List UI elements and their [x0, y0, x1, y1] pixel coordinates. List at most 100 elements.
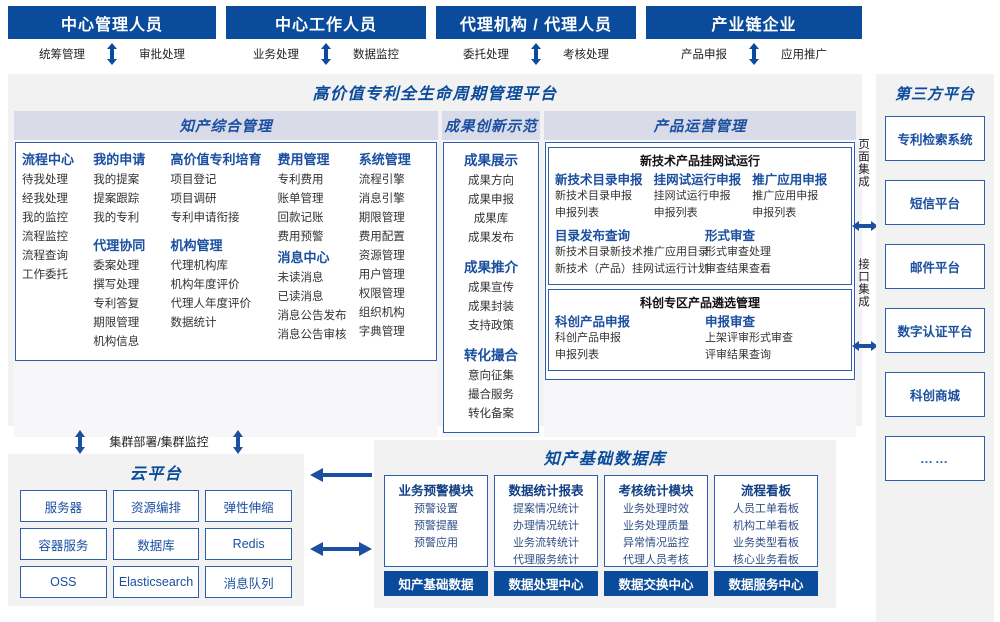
db-item[interactable]: 预警应用 — [414, 537, 458, 549]
third-party-item-more[interactable]: …… — [885, 436, 985, 481]
menu-item[interactable]: 专利答复 — [93, 298, 140, 310]
role-title-2[interactable]: 代理机构 / 代理人员 — [436, 6, 636, 39]
group-title[interactable]: 科创产品申报 — [555, 315, 631, 329]
group-title[interactable]: 我的申请 — [93, 152, 146, 167]
menu-item[interactable]: 申报列表 — [653, 207, 698, 219]
cloud-cell-oss[interactable]: OSS — [20, 566, 107, 598]
menu-item[interactable]: 流程监控 — [22, 231, 68, 243]
cloud-cell-autoscaling[interactable]: 弹性伸缩 — [205, 490, 292, 522]
menu-item[interactable]: 数据统计 — [170, 317, 217, 329]
menu-item[interactable]: 期限管理 — [93, 317, 140, 329]
menu-item[interactable]: 代理人年度评价 — [170, 298, 252, 310]
db-footer-processing-center[interactable]: 数据处理中心 — [494, 571, 598, 596]
cloud-cell-container[interactable]: 容器服务 — [20, 528, 107, 560]
menu-item[interactable]: 审查结果查看 — [705, 263, 771, 275]
menu-item[interactable]: 待我处理 — [22, 174, 68, 186]
db-item[interactable]: 机构工单看板 — [733, 520, 799, 532]
menu-item[interactable]: 申报列表 — [555, 349, 599, 361]
menu-item[interactable]: 成果封装 — [468, 301, 514, 313]
db-item[interactable]: 预警设置 — [414, 503, 458, 515]
db-item[interactable]: 预警提醒 — [414, 520, 458, 532]
menu-item[interactable]: 机构年度评价 — [170, 279, 240, 291]
db-item[interactable]: 提案情况统计 — [513, 503, 579, 515]
group-title[interactable]: 流程中心 — [22, 152, 75, 167]
menu-item[interactable]: 消息公告发布 — [277, 310, 347, 322]
group-title[interactable]: 推广应用申报 — [752, 173, 828, 187]
cloud-cell-message-queue[interactable]: 消息队列 — [205, 566, 292, 598]
cloud-cell-orchestration[interactable]: 资源编排 — [112, 490, 200, 522]
menu-item[interactable]: 申报列表 — [555, 207, 599, 219]
cloud-cell-server[interactable]: 服务器 — [20, 490, 107, 522]
role-title-3[interactable]: 产业链企业 — [646, 6, 862, 39]
db-item[interactable]: 业务流转统计 — [513, 537, 579, 549]
third-party-item-innovation-mall[interactable]: 科创商城 — [885, 372, 985, 417]
db-item[interactable]: 业务类型看板 — [733, 537, 799, 549]
group-title[interactable]: 高价值专利培育 — [170, 152, 262, 167]
menu-item[interactable]: 资源管理 — [358, 250, 405, 262]
menu-item[interactable]: 字典管理 — [358, 326, 405, 338]
menu-item[interactable]: 消息公告审核 — [277, 329, 347, 341]
menu-item[interactable]: 成果方向 — [468, 175, 514, 187]
menu-item[interactable]: 撰写处理 — [93, 279, 140, 291]
group-title[interactable]: 目录发布查询 — [555, 229, 631, 243]
cloud-cell-redis[interactable]: Redis — [205, 528, 292, 560]
menu-item[interactable]: 代理机构库 — [170, 260, 229, 272]
menu-item[interactable]: 撮合服务 — [468, 389, 514, 401]
group-title[interactable]: 申报审查 — [705, 315, 756, 329]
menu-item[interactable]: 挂网试运行申报 — [653, 190, 731, 202]
db-item[interactable]: 核心业务看板 — [733, 554, 799, 566]
menu-item[interactable]: 形式审查处理 — [705, 246, 771, 258]
menu-item[interactable]: 我的监控 — [22, 212, 68, 224]
menu-item[interactable]: 专利申请衔接 — [170, 212, 240, 224]
group-title[interactable]: 成果展示 — [464, 153, 518, 168]
menu-item[interactable]: 意向征集 — [468, 370, 514, 382]
menu-item[interactable]: 科创产品申报 — [555, 332, 621, 344]
menu-item[interactable]: 机构信息 — [93, 336, 140, 348]
third-party-item-digital-cert[interactable]: 数字认证平台 — [885, 308, 985, 353]
menu-item[interactable]: 我的提案 — [93, 174, 140, 186]
menu-item[interactable]: 经我处理 — [22, 193, 68, 205]
menu-item[interactable]: 账单管理 — [277, 193, 324, 205]
menu-item[interactable]: 我的专利 — [93, 212, 140, 224]
menu-item[interactable]: 上架评审形式审查 — [705, 332, 793, 344]
menu-item[interactable]: 新技术（产品）挂网试运行计划 — [555, 263, 709, 275]
menu-item[interactable]: 成果库 — [473, 213, 509, 225]
menu-item[interactable]: 期限管理 — [358, 212, 405, 224]
menu-item[interactable]: 权限管理 — [358, 288, 405, 300]
third-party-item-patent-search[interactable]: 专利检索系统 — [885, 116, 985, 161]
group-title[interactable]: 费用管理 — [277, 152, 330, 167]
third-party-item-email[interactable]: 邮件平台 — [885, 244, 985, 289]
db-footer-basic-data[interactable]: 知产基础数据 — [384, 571, 488, 596]
group-title[interactable]: 转化撮合 — [464, 348, 518, 363]
menu-item[interactable]: 成果宣传 — [468, 282, 514, 294]
db-item[interactable]: 代理服务统计 — [513, 554, 579, 566]
group-title[interactable]: 成果推介 — [464, 260, 518, 275]
menu-item[interactable]: 新技术推广应用目录 — [610, 246, 709, 258]
db-footer-exchange-center[interactable]: 数据交换中心 — [604, 571, 708, 596]
menu-item[interactable]: 流程查询 — [22, 250, 68, 262]
menu-item[interactable]: 组织机构 — [358, 307, 405, 319]
menu-item[interactable]: 成果发布 — [468, 232, 514, 244]
db-item[interactable]: 业务处理时效 — [623, 503, 689, 515]
menu-item[interactable]: 已读消息 — [277, 291, 324, 303]
cloud-cell-database[interactable]: 数据库 — [112, 528, 200, 560]
group-title[interactable]: 机构管理 — [170, 238, 223, 253]
db-item[interactable]: 异常情况监控 — [623, 537, 689, 549]
group-title[interactable]: 挂网试运行申报 — [653, 173, 742, 187]
menu-item[interactable]: 委案处理 — [93, 260, 140, 272]
db-footer-service-center[interactable]: 数据服务中心 — [714, 571, 818, 596]
cloud-cell-elasticsearch[interactable]: Elasticsearch — [112, 566, 200, 598]
menu-item[interactable]: 回款记账 — [277, 212, 324, 224]
group-title[interactable]: 新技术目录申报 — [555, 173, 643, 187]
group-title[interactable]: 形式审查 — [705, 229, 756, 243]
db-item[interactable]: 代理人员考核 — [623, 554, 689, 566]
menu-item[interactable]: 项目调研 — [170, 193, 217, 205]
menu-item[interactable]: 成果申报 — [468, 194, 514, 206]
menu-item[interactable]: 专利费用 — [277, 174, 324, 186]
menu-item[interactable]: 未读消息 — [277, 272, 324, 284]
menu-item[interactable]: 工作委托 — [22, 269, 68, 281]
menu-item[interactable]: 消息引擎 — [358, 193, 405, 205]
db-item[interactable]: 业务处理质量 — [623, 520, 689, 532]
menu-item[interactable]: 费用预警 — [277, 231, 324, 243]
menu-item[interactable]: 新技术目录 — [555, 246, 610, 258]
